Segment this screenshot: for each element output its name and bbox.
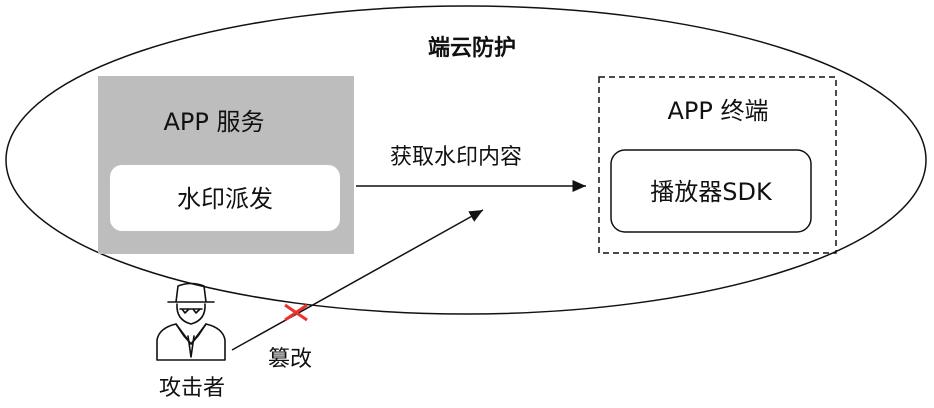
watermark-dispatch-label: 水印派发 bbox=[177, 185, 273, 213]
tamper-label: 篡改 bbox=[268, 347, 312, 372]
app-terminal-box bbox=[598, 76, 837, 254]
player-sdk-label: 播放器SDK bbox=[650, 178, 773, 206]
player-sdk-box bbox=[610, 149, 812, 233]
attacker-label: 攻击者 bbox=[159, 376, 225, 401]
diagram-title: 端云防护 bbox=[428, 36, 516, 61]
fetch-watermark-label: 获取水印内容 bbox=[390, 145, 522, 170]
app-service-title: APP 服务 bbox=[164, 108, 265, 136]
watermark-dispatch-box bbox=[110, 165, 340, 231]
tamper-arrow bbox=[231, 209, 484, 351]
attacker-icon bbox=[156, 282, 226, 361]
protection-boundary-ellipse bbox=[5, 5, 927, 315]
app-terminal-title: APP 终端 bbox=[668, 97, 769, 125]
blocked-cross-icon bbox=[284, 303, 308, 322]
